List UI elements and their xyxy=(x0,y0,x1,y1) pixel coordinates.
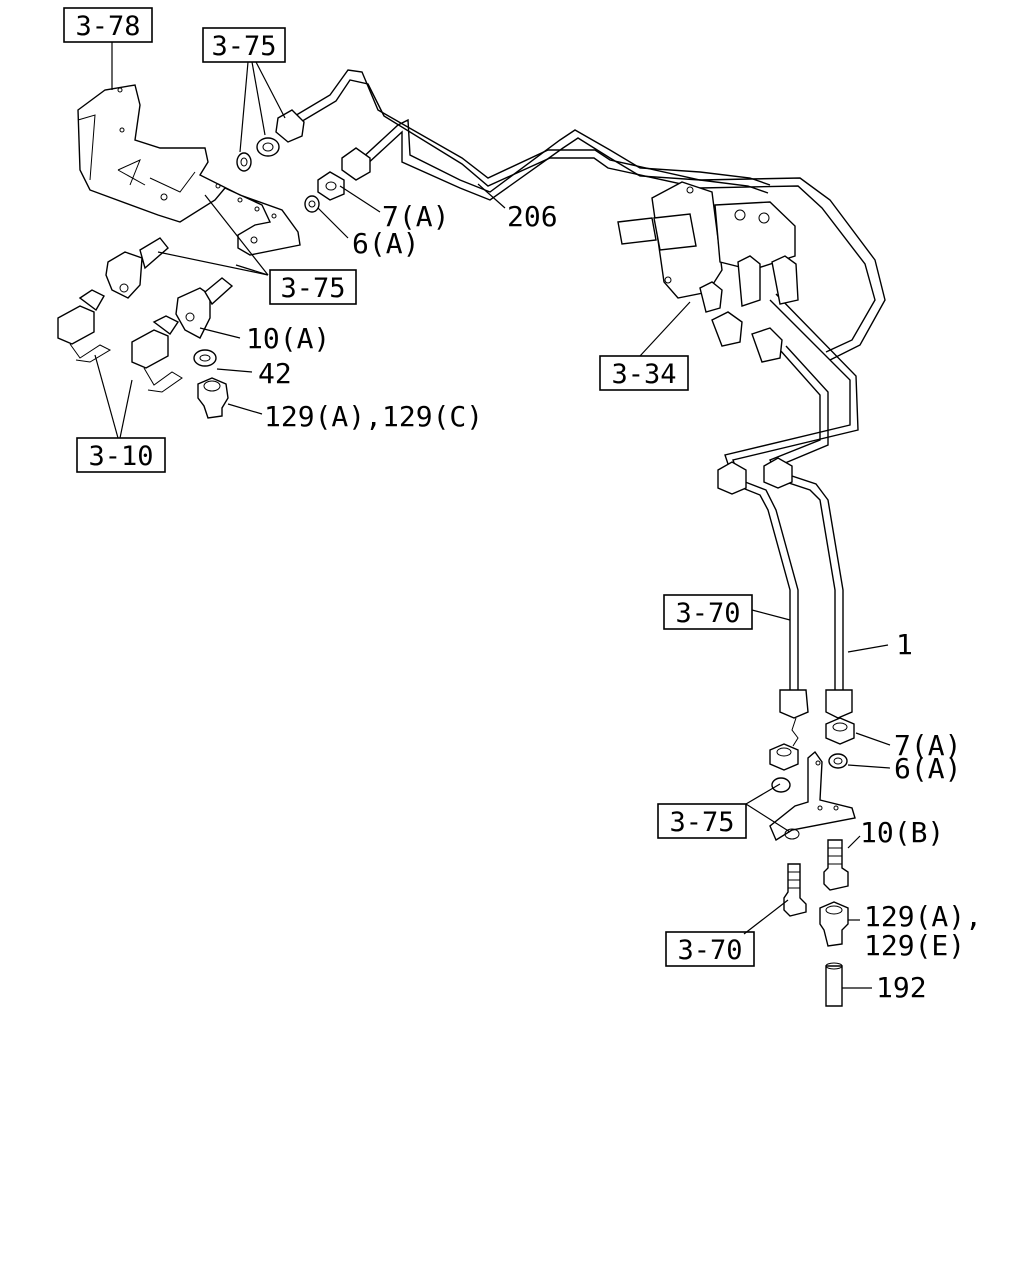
ref-3-75-bottom-label: 3-75 xyxy=(669,807,734,838)
hose-192 xyxy=(825,962,843,1007)
washer-42 xyxy=(193,349,217,367)
three-way-connector-10a xyxy=(175,277,234,339)
ref-3-70-upper[interactable]: 3-70 xyxy=(663,594,753,630)
label-192: 192 xyxy=(876,971,927,1004)
label-7a-top: 7(A) xyxy=(382,200,449,233)
washer-3-75-top xyxy=(236,152,252,172)
label-6a-top: 6(A) xyxy=(352,227,419,260)
nut-7a-top xyxy=(317,171,345,201)
ref-3-75-bottom[interactable]: 3-75 xyxy=(657,803,747,839)
ref-3-10[interactable]: 3-10 xyxy=(76,437,166,473)
pressure-switch-right xyxy=(131,315,183,393)
nut-7a-bottom xyxy=(825,717,855,745)
bracket-3-78 xyxy=(77,84,301,256)
ref-3-75-top-label: 3-75 xyxy=(211,31,276,62)
label-42: 42 xyxy=(258,357,292,390)
ref-3-78-label: 3-78 xyxy=(75,11,140,42)
flare-nut-lower-right xyxy=(763,457,793,489)
three-way-connector-left xyxy=(105,237,169,299)
connector-3-70 xyxy=(783,863,807,917)
brake-pipe-206 xyxy=(287,69,886,361)
ref-3-75-top[interactable]: 3-75 xyxy=(202,27,286,63)
label-10b: 10(B) xyxy=(860,816,944,849)
ref-3-34[interactable]: 3-34 xyxy=(599,355,689,391)
label-129a-129e-line2: 129(E) xyxy=(864,929,965,962)
label-129a-129e-line1: 129(A), xyxy=(864,900,982,933)
master-cylinder xyxy=(617,181,799,363)
washer-3-75-bottom xyxy=(771,777,791,793)
ref-3-34-label: 3-34 xyxy=(611,359,676,390)
washer-6a-bottom xyxy=(828,753,848,769)
plug-129a-129c xyxy=(197,377,229,419)
connector-129a-129e xyxy=(819,901,849,947)
flare-nut-lower-left xyxy=(717,461,747,495)
washer-6a-top xyxy=(304,195,320,213)
label-129a-129c: 129(A),129(C) xyxy=(264,400,483,433)
ref-3-78[interactable]: 3-78 xyxy=(63,7,153,43)
ref-3-70-lower[interactable]: 3-70 xyxy=(665,931,755,967)
ref-3-70-lower-label: 3-70 xyxy=(677,935,742,966)
label-6a-bottom: 6(A) xyxy=(894,752,961,785)
ref-3-10-label: 3-10 xyxy=(88,441,153,472)
label-7a-bottom: 7(A) xyxy=(894,729,961,762)
connector-10b xyxy=(823,839,849,891)
bracket-3-75-bottom xyxy=(769,750,856,842)
pressure-switch-left xyxy=(57,289,112,363)
ref-3-75-middle[interactable]: 3-75 xyxy=(269,269,357,305)
label-206: 206 xyxy=(507,200,558,233)
flare-nut-3-70-end xyxy=(779,689,809,719)
ref-3-70-upper-label: 3-70 xyxy=(675,598,740,629)
label-1: 1 xyxy=(896,628,913,661)
leader-lines xyxy=(94,42,891,989)
flare-nut-1-end xyxy=(825,689,853,719)
nut-3-75-bottom xyxy=(769,743,799,771)
label-10a: 10(A) xyxy=(246,322,330,355)
brake-pipe-1 xyxy=(724,293,859,690)
ref-3-75-middle-label: 3-75 xyxy=(280,273,345,304)
flare-nut-upper-left xyxy=(275,109,305,143)
nut-3-75-top xyxy=(256,137,280,157)
flare-nut-upper-right xyxy=(341,147,371,181)
